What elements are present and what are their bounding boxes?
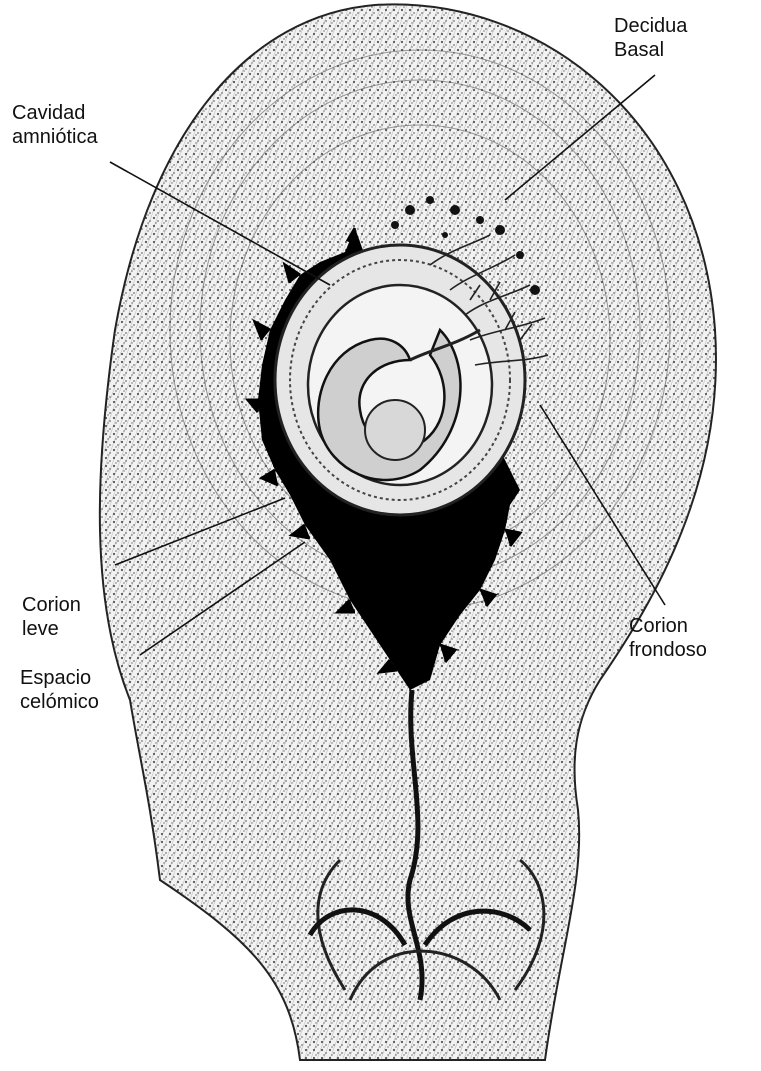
label-corion-leve: Corion leve bbox=[22, 593, 81, 641]
label-decidua-basal-line1: Decidua bbox=[614, 14, 687, 38]
label-corion-leve-line1: Corion bbox=[22, 593, 81, 617]
label-espacio-celomico-line2: celómico bbox=[20, 690, 99, 714]
label-corion-leve-line2: leve bbox=[22, 617, 81, 641]
label-decidua-basal-line2: Basal bbox=[614, 38, 687, 62]
label-decidua-basal: Decidua Basal bbox=[614, 14, 687, 62]
label-espacio-celomico: Espacio celómico bbox=[20, 666, 99, 714]
label-corion-frondoso-line1: Corion bbox=[629, 614, 707, 638]
label-cavidad-amniotica: Cavidad amniótica bbox=[12, 101, 98, 149]
label-cavidad-amniotica-line1: Cavidad bbox=[12, 101, 98, 125]
label-corion-frondoso: Corion frondoso bbox=[629, 614, 707, 662]
label-cavidad-amniotica-line2: amniótica bbox=[12, 125, 98, 149]
label-corion-frondoso-line2: frondoso bbox=[629, 638, 707, 662]
label-espacio-celomico-line1: Espacio bbox=[20, 666, 99, 690]
